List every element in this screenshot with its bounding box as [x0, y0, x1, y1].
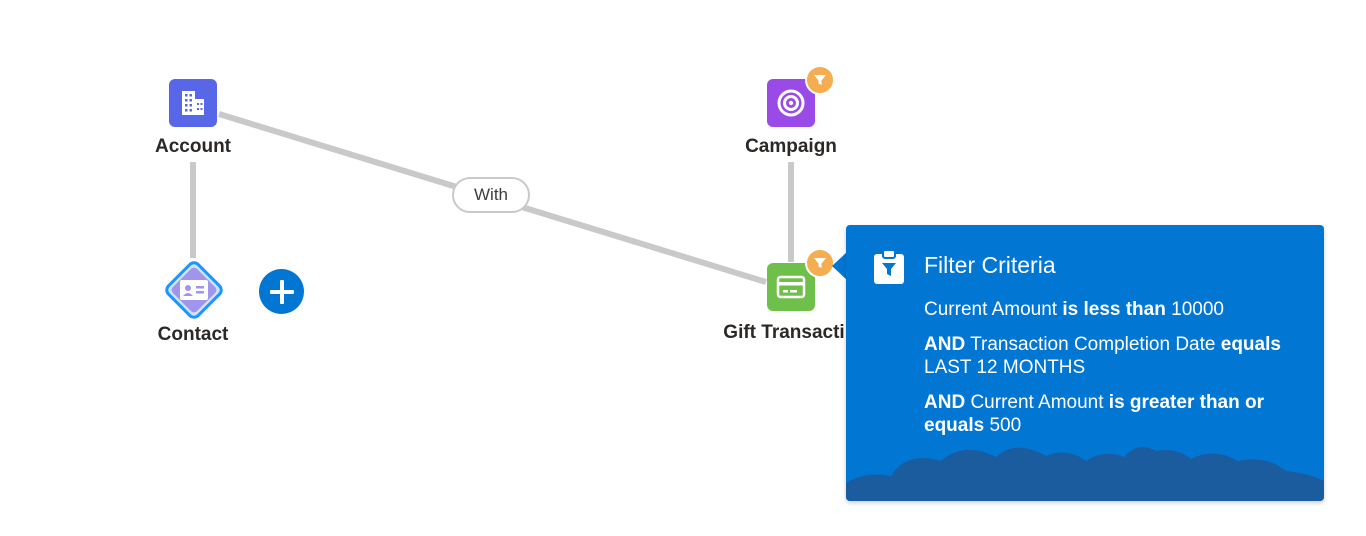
filter-operator: AND: [924, 334, 966, 355]
filter-text: Transaction Completion Date: [965, 334, 1221, 355]
filter-operator: AND: [924, 392, 966, 413]
join-type-label: With: [474, 185, 508, 204]
clipboard-filter-icon: [874, 249, 904, 284]
filter-criteria-line: Current Amount is less than 10000: [924, 298, 1304, 321]
filter-icon: [814, 75, 826, 85]
cloud-decoration: [846, 447, 1324, 501]
account-node-label: Account: [155, 136, 231, 157]
contact-node[interactable]: [157, 253, 231, 327]
filter-text: LAST 12 MONTHS: [924, 357, 1086, 378]
filter-criteria-popover: Filter Criteria Current Amount is less t…: [846, 225, 1324, 501]
filter-criteria-line: AND Transaction Completion Date equals L…: [924, 333, 1304, 379]
filter-text: 500: [984, 415, 1022, 436]
join-type-pill[interactable]: With: [452, 177, 530, 213]
target-icon: [777, 89, 805, 117]
add-object-button[interactable]: [259, 269, 304, 314]
gift-transaction-node-label: Gift Transacti: [723, 322, 845, 343]
filter-criteria-line: AND Current Amount is greater than or eq…: [924, 391, 1304, 437]
gift-transaction-filter-badge[interactable]: [805, 248, 835, 278]
filter-text: Current Amount: [965, 392, 1109, 413]
contact-card-icon: [180, 280, 208, 300]
popover-pointer: [832, 252, 847, 280]
credit-card-icon: [776, 275, 806, 299]
campaign-node[interactable]: [767, 79, 815, 127]
filter-text: 10000: [1165, 299, 1224, 320]
filter-operator: is greater than or equals: [924, 392, 1265, 436]
popover-title: Filter Criteria: [924, 252, 1056, 278]
campaign-node-label: Campaign: [745, 136, 837, 157]
filter-icon: [814, 258, 826, 268]
building-icon: [182, 91, 204, 115]
filter-text: Current Amount: [924, 299, 1063, 320]
contact-node-label: Contact: [157, 324, 229, 345]
account-node[interactable]: [169, 79, 217, 127]
plus-icon: [269, 279, 294, 304]
campaign-filter-badge[interactable]: [805, 65, 835, 95]
filter-operator: is less than: [1062, 299, 1166, 320]
filter-operator: equals: [1220, 334, 1281, 355]
